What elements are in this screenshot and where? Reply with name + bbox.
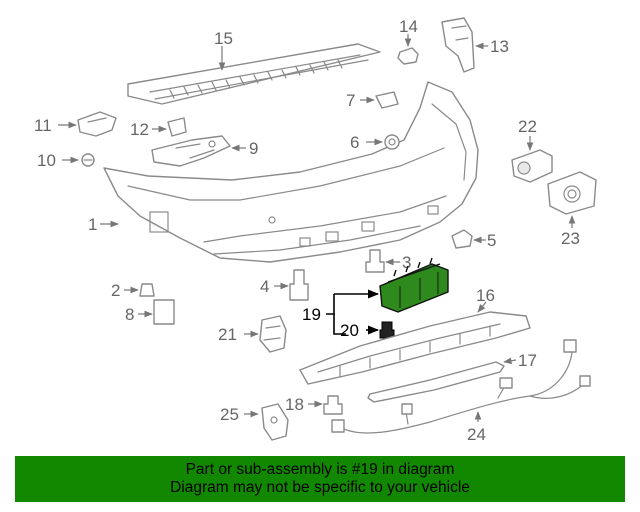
callout-1: 1	[88, 215, 97, 234]
part-1-bumper-cover: 1	[88, 81, 479, 263]
part-17-retainer: 17	[367, 351, 537, 403]
callout-6: 6	[350, 133, 359, 152]
part-18-bolt: 18	[285, 395, 343, 415]
callout-25: 25	[220, 405, 239, 424]
part-25-sensor-bracket: 25	[220, 403, 289, 441]
parts-diagram: 15 14 13 7 11 12 9	[34, 17, 597, 444]
callout-3: 3	[402, 253, 411, 272]
part-16-absorber: 16	[299, 286, 531, 385]
callout-12: 12	[130, 120, 149, 139]
callout-7: 7	[346, 91, 355, 110]
callout-21: 21	[218, 325, 237, 344]
part-4-bolt: 4	[260, 269, 309, 301]
callout-22: 22	[518, 117, 537, 136]
part-6-grommet: 6	[350, 133, 400, 152]
part-14-clip: 14	[397, 17, 419, 65]
callout-18: 18	[285, 395, 304, 414]
callout-14: 14	[399, 17, 418, 36]
callout-9: 9	[249, 139, 258, 158]
part-11-retainer: 11	[34, 111, 117, 137]
callout-23: 23	[561, 229, 580, 248]
highlight-notice-banner: Part or sub-assembly is #19 in diagram D…	[15, 456, 625, 502]
part-24-wiring-harness: 24	[331, 339, 591, 444]
part-2-clip: 2	[111, 281, 155, 300]
part-15-step-pad: 15	[127, 29, 381, 105]
part-5-clip: 5	[451, 229, 496, 250]
part-20-screw: 20	[340, 321, 395, 340]
part-23-sensor-holder: 23	[547, 171, 597, 248]
part-10-clip: 10	[37, 151, 95, 170]
callout-16: 16	[476, 286, 495, 305]
part-8-pad: 8	[125, 299, 175, 325]
callout-2: 2	[111, 281, 120, 300]
callout-13: 13	[490, 37, 509, 56]
part-22-sensor: 22	[511, 117, 553, 183]
callout-4: 4	[260, 277, 269, 296]
callout-15: 15	[214, 29, 233, 48]
part-13-bracket: 13	[441, 17, 509, 73]
part-12-bracket: 12	[130, 117, 187, 139]
callout-5: 5	[487, 231, 496, 250]
callout-10: 10	[37, 151, 56, 170]
callout-24: 24	[467, 425, 486, 444]
notice-line-2: Diagram may not be specific to your vehi…	[170, 479, 470, 496]
callout-17: 17	[518, 351, 537, 370]
callout-11: 11	[34, 116, 52, 135]
part-19-highlighted: 19	[302, 257, 449, 335]
callout-19: 19	[302, 305, 321, 324]
notice-line-1: Part or sub-assembly is #19 in diagram	[185, 461, 455, 478]
part-7-bracket: 7	[346, 91, 399, 110]
part-3-bolt: 3	[365, 249, 411, 273]
part-21-bracket: 21	[218, 315, 287, 353]
part-9-bracket: 9	[151, 135, 258, 167]
callout-20: 20	[340, 321, 359, 340]
callout-8: 8	[125, 305, 134, 324]
